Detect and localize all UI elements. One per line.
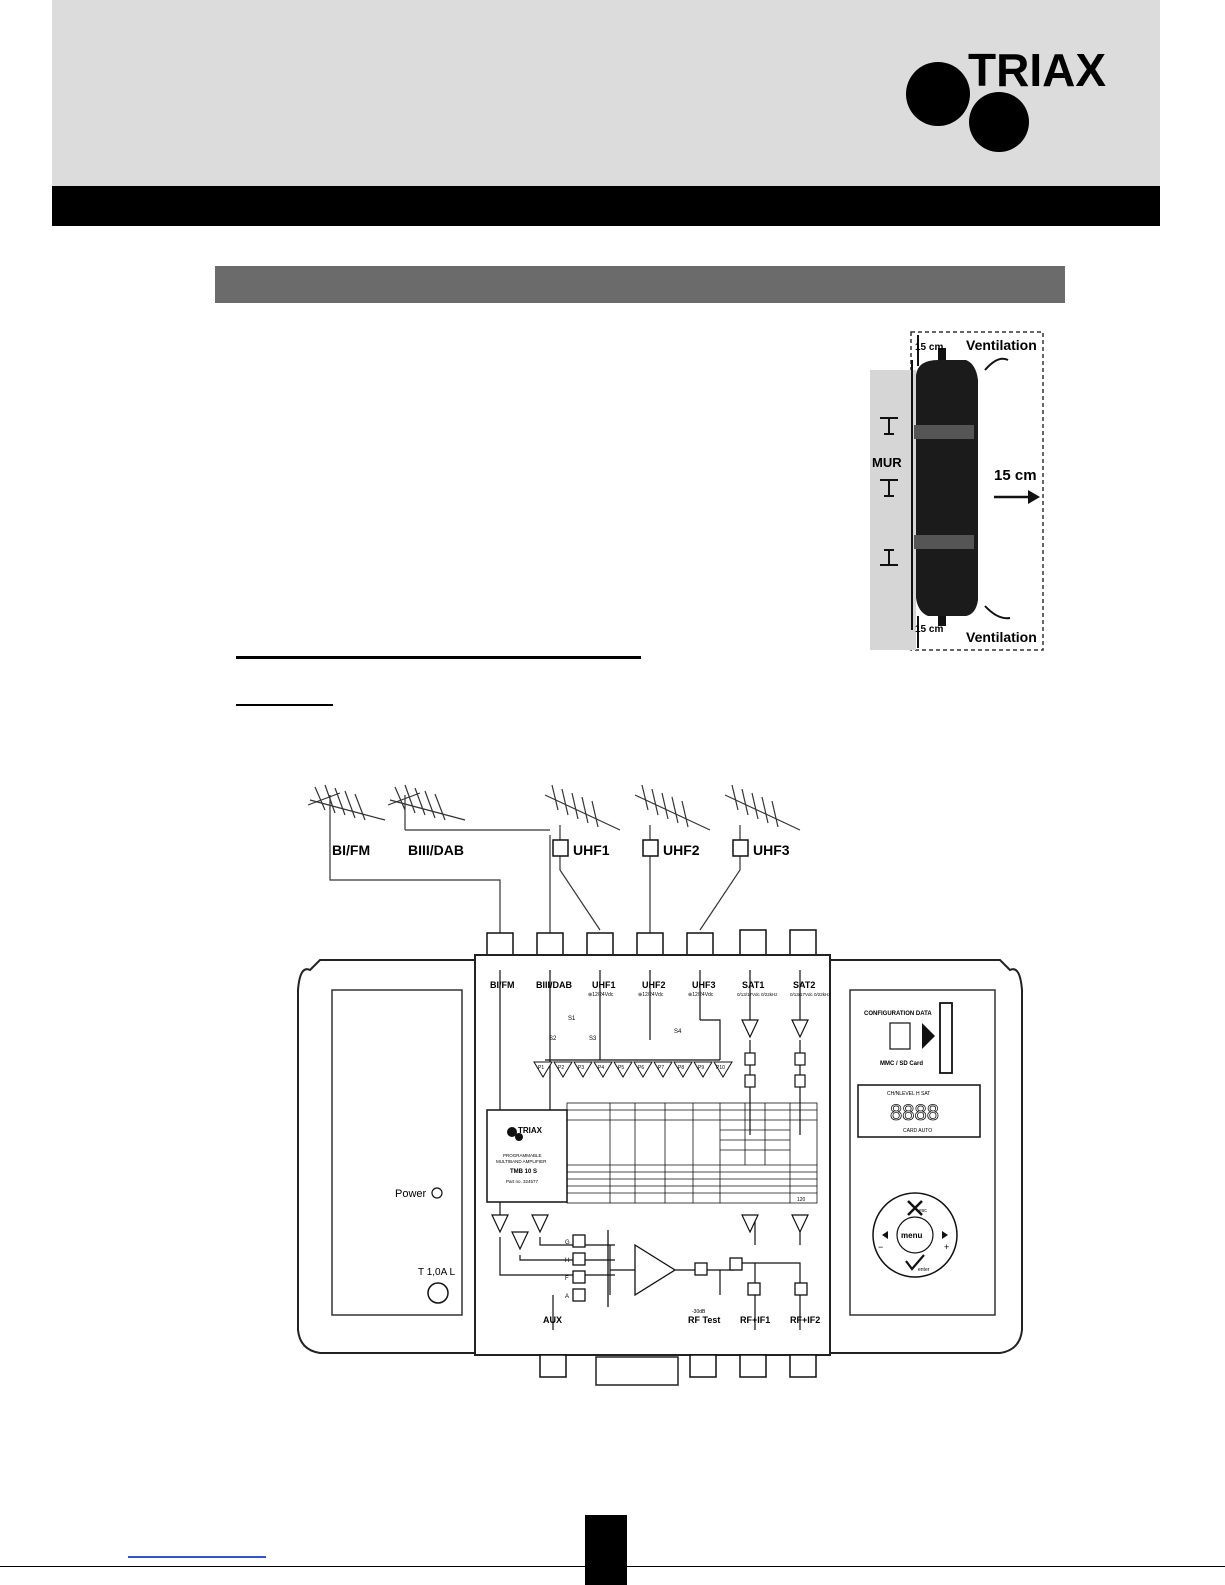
- enter-key-label: enter: [918, 1267, 930, 1273]
- display-footer: CARD AUTO: [903, 1128, 932, 1134]
- mix-label-h: H: [565, 1258, 569, 1264]
- power-led: [431, 1187, 443, 1199]
- input-label-sat1: SAT1: [742, 980, 764, 990]
- close-icon[interactable]: [907, 1200, 923, 1216]
- mix-label-f: F: [565, 1276, 569, 1282]
- section-title-bar: [215, 266, 1065, 303]
- antenna-label-bifm: BI/FM: [332, 842, 370, 858]
- output-label-rfif2: RF+IF2: [790, 1315, 820, 1325]
- footer-rule: [0, 1566, 1225, 1567]
- config-title: CONFIGURATION DATA: [864, 1011, 932, 1017]
- menu-key-label: menu: [901, 1231, 922, 1240]
- antenna-label-uhf3: UHF3: [753, 842, 790, 858]
- header-band: [52, 0, 1160, 186]
- filter-p7: P7: [658, 1065, 664, 1071]
- tmb-module: [486, 1109, 568, 1203]
- filter-amplifiers: [533, 1061, 733, 1078]
- input-label-uhf3: UHF3: [692, 980, 716, 990]
- mix-label-a: A: [565, 1294, 569, 1300]
- filter-p8: P8: [678, 1065, 684, 1071]
- uhf2-power-label: ⊕12/24Vdc: [638, 992, 664, 998]
- wall-label: MUR: [872, 455, 902, 470]
- bottom-gap-label: 15 cm: [915, 624, 943, 635]
- lcd-display: [857, 1084, 981, 1138]
- card-label: MMC / SD Card: [880, 1061, 923, 1067]
- page-number-box: [585, 1515, 627, 1585]
- plus-key-label: +: [944, 1242, 949, 1252]
- antenna-label-uhf2: UHF2: [663, 842, 700, 858]
- esc-key-label: esc: [919, 1208, 927, 1214]
- switch-label-s3: S3: [589, 1036, 597, 1042]
- display-digits: 8888: [890, 1100, 939, 1125]
- amplifier-diagram: BI/FM BIII/DAB UHF1 UHF2 UHF3 BI/FM BIII…: [297, 784, 1023, 1386]
- input-connectors: [486, 929, 817, 956]
- power-label: Power: [395, 1188, 427, 1200]
- right-arrow-icon[interactable]: [942, 1231, 948, 1239]
- input-label-bifm: BI/FM: [490, 980, 515, 990]
- filter-p3: P3: [578, 1065, 584, 1071]
- menu-button[interactable]: [896, 1216, 934, 1254]
- filter-p6: P6: [638, 1065, 644, 1071]
- top-gap-label: 15 cm: [915, 342, 943, 353]
- switch-label-s4: S4: [674, 1029, 682, 1035]
- filter-p10: P10: [716, 1065, 725, 1071]
- filter-p5: P5: [618, 1065, 624, 1071]
- antenna-label-uhf1: UHF1: [573, 842, 610, 858]
- input-label-biii: BIII/DAB: [536, 980, 573, 990]
- input-label-uhf2: UHF2: [642, 980, 666, 990]
- antenna-group: [307, 784, 801, 935]
- test-level: -30dB: [692, 1309, 706, 1315]
- sat2-power-label: 0/13/17Vdc 0/22kHz: [790, 992, 831, 997]
- front-gap-label: 15 cm: [994, 467, 1037, 484]
- triax-logo: TRIAX: [906, 46, 1106, 152]
- module-model: TMB 10 S: [510, 1169, 537, 1175]
- output-connectors: [539, 1354, 817, 1378]
- output-label-rfif1: RF+IF1: [740, 1315, 770, 1325]
- minus-key-label: −: [878, 1242, 883, 1252]
- filter-p1: P1: [538, 1065, 544, 1071]
- antenna-label-biii: BIII/DAB: [408, 842, 464, 858]
- left-arrow-icon[interactable]: [882, 1231, 888, 1239]
- bottom-ventilation-label: Ventilation: [966, 629, 1037, 645]
- switch-label-s1: S1: [568, 1016, 576, 1022]
- output-label-rftest: RF Test: [688, 1315, 720, 1325]
- input-label-sat2: SAT2: [793, 980, 815, 990]
- module-line2: MULTIBAND AMPLIFIER: [496, 1159, 547, 1164]
- uhf1-power-label: ⊕12/24Vdc: [588, 992, 614, 998]
- mix-label-g: G: [565, 1240, 570, 1246]
- uhf3-power-label: ⊕12/24Vdc: [688, 992, 714, 998]
- top-ventilation-label: Ventilation: [966, 337, 1037, 353]
- filter-p9: P9: [698, 1065, 704, 1071]
- module-logo: TRIAX: [518, 1126, 543, 1135]
- check-icon[interactable]: [905, 1254, 925, 1271]
- sd-card-icon: [889, 1022, 911, 1050]
- sat-chain: [491, 1019, 809, 1251]
- logo-text: TRIAX: [968, 46, 1106, 96]
- config-table: [566, 1102, 818, 1204]
- module-part: Part no. 324577: [506, 1179, 539, 1184]
- module-line1: PROGRAMMABLE: [503, 1153, 542, 1158]
- table-tag: 120: [797, 1197, 806, 1203]
- subheading-underline: [236, 704, 333, 706]
- ventilation-figure: 15 cm Ventilation MUR 15 cm 15 cm Ventil…: [870, 331, 1044, 651]
- output-label-aux: AUX: [543, 1315, 562, 1325]
- card-slot: [939, 1002, 953, 1074]
- heading-underline: [236, 656, 641, 659]
- fuse-holder: [427, 1282, 449, 1304]
- filter-p2: P2: [558, 1065, 564, 1071]
- switch-label-s2: S2: [549, 1036, 557, 1042]
- mixer-block: [572, 1230, 808, 1307]
- filter-p4: P4: [598, 1065, 604, 1071]
- fuse-label: T 1,0A L: [418, 1267, 456, 1278]
- footer-link[interactable]: [128, 1556, 266, 1558]
- input-label-uhf1: UHF1: [592, 980, 616, 990]
- display-header: CH/NLEVEL H SAT: [887, 1091, 930, 1097]
- sat1-power-label: 0/13/17Vdc 0/22kHz: [737, 992, 778, 997]
- header-rule: [52, 186, 1160, 226]
